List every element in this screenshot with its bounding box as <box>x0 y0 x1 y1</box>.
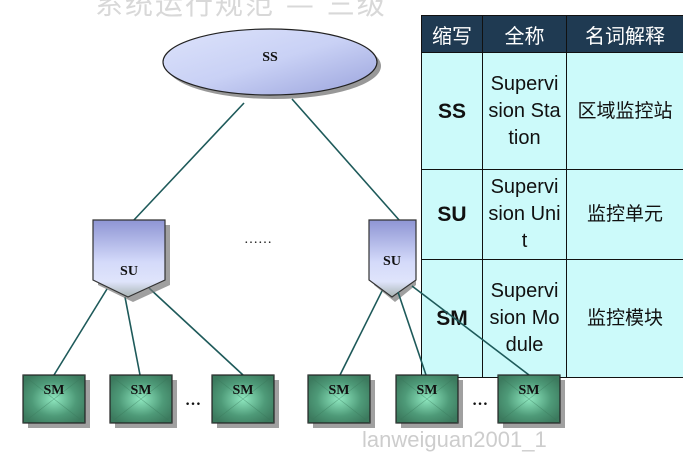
connector-lines <box>53 98 401 376</box>
link-su1-sm1 <box>53 288 108 376</box>
link-su2-sm4 <box>339 288 384 376</box>
link-ss-su2 <box>291 98 401 222</box>
table-row: SS Supervision Station 区域监控站 <box>421 52 683 170</box>
cell-abbr: SU <box>421 169 483 260</box>
module-nodes: SM SM SM SM <box>22 374 375 428</box>
cell-abbr: SS <box>421 52 483 170</box>
watermark: lanweiguan2001_1 <box>362 427 547 452</box>
link-ss-su1 <box>132 102 245 222</box>
slide-title: 系统运行规范 — 三级 <box>95 0 387 21</box>
node-sm-1: SM <box>22 374 90 428</box>
node-sm-4-label: SM <box>329 383 350 398</box>
cell-full: Supervision Station <box>482 52 567 170</box>
cell-desc: 监控模块 <box>566 259 683 378</box>
table-row: SM Supervision Module 监控模块 <box>421 259 683 378</box>
node-ss-label: SS <box>262 50 278 65</box>
cell-desc: 监控单元 <box>566 169 683 260</box>
node-sm-2-label: SM <box>131 383 152 398</box>
cell-full: Supervision Module <box>482 259 567 378</box>
cell-full: Supervision Unit <box>482 169 567 260</box>
cell-abbr: SM <box>421 259 483 378</box>
node-sm-4: SM <box>307 374 375 428</box>
node-sm-3-label: SM <box>233 383 254 398</box>
glossary-table: 缩写 全称 名词解释 SS Supervision Station 区域监控站 … <box>421 15 683 378</box>
units-ellipsis: …… <box>244 232 272 247</box>
modules-ellipsis-1: … <box>185 392 201 409</box>
node-sm-3: SM <box>211 374 279 428</box>
header-desc: 名词解释 <box>566 15 683 53</box>
node-sm-1-label: SM <box>44 383 65 398</box>
header-abbr: 缩写 <box>421 15 483 53</box>
cell-desc: 区域监控站 <box>566 52 683 170</box>
table-row: SU Supervision Unit 监控单元 <box>421 169 683 260</box>
node-su-1-label: SU <box>120 264 138 279</box>
node-sm-2: SM <box>109 374 177 428</box>
node-su-1: SU <box>92 219 170 302</box>
node-ss: SS <box>162 28 381 99</box>
glossary-header-row: 缩写 全称 名词解释 <box>421 15 683 53</box>
link-su1-sm2 <box>124 296 141 376</box>
link-su1-sm3 <box>148 287 244 376</box>
header-full: 全称 <box>482 15 567 53</box>
